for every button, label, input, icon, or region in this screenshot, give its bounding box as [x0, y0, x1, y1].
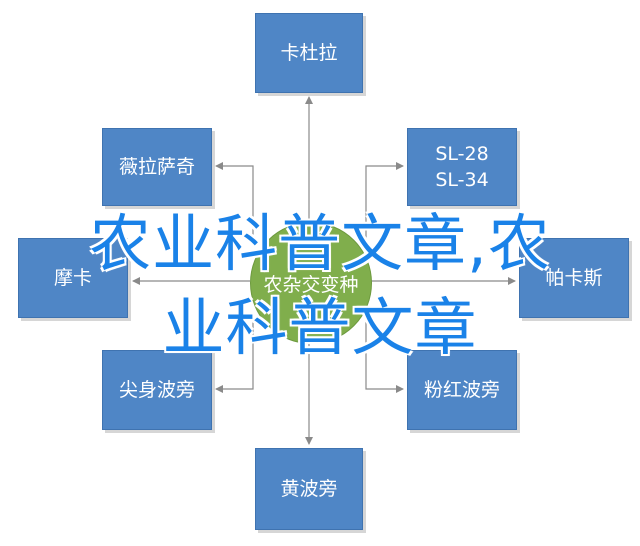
- connector-upper-left: [215, 162, 254, 240]
- center-node: 农杂交变种: [250, 222, 372, 344]
- node-lower-left: 尖身波旁: [102, 350, 212, 430]
- node-upper-left-label: 薇拉萨奇: [118, 156, 195, 178]
- center-node-label: 农杂交变种: [263, 273, 359, 296]
- node-lower-left-label: 尖身波旁: [118, 379, 195, 401]
- node-left: 摩卡: [18, 238, 128, 318]
- connector-upper-right: [365, 162, 404, 240]
- node-upper-left: 薇拉萨奇: [102, 128, 212, 206]
- node-left-label: 摩卡: [53, 267, 92, 289]
- node-lower-right: 粉红波旁: [407, 350, 517, 430]
- node-right-label: 帕卡斯: [545, 267, 603, 289]
- node-upper-right: SL-28 SL-34: [407, 128, 517, 206]
- node-upper-right-label-1: SL-28: [435, 143, 489, 165]
- node-top: 卡杜拉: [255, 13, 363, 93]
- node-top-label: 卡杜拉: [280, 42, 338, 64]
- node-bottom-label: 黄波旁: [280, 478, 338, 500]
- node-lower-right-label: 粉红波旁: [423, 379, 500, 401]
- node-right: 帕卡斯: [519, 238, 629, 318]
- connector-lower-right: [365, 322, 404, 393]
- node-upper-right-label-2: SL-34: [435, 169, 489, 191]
- node-bottom: 黄波旁: [255, 448, 363, 530]
- connector-lower-left: [215, 322, 254, 393]
